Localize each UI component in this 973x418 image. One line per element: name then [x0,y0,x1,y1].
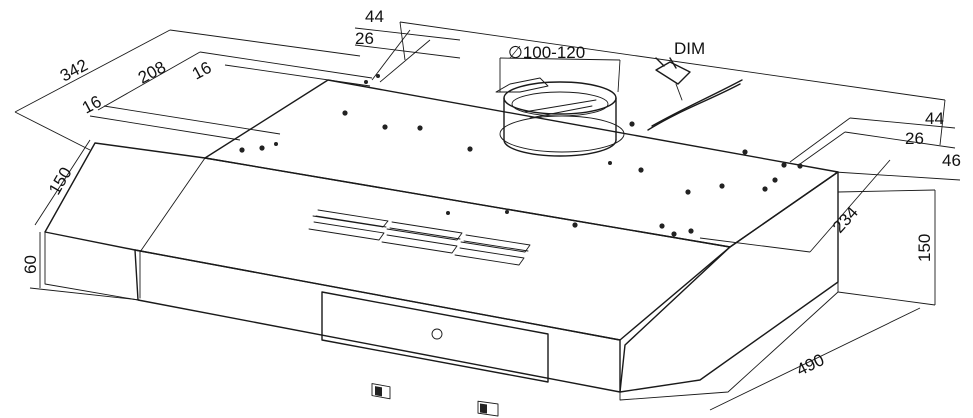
mounting-holes [239,74,803,237]
slider-switch-icon [371,383,391,400]
dim-duct-diameter: ∅100-120 [508,43,585,62]
dim-dim-label: DIM [674,39,705,58]
dim-234: 234 [829,203,862,237]
power-cable [647,57,743,131]
top-plate [204,79,839,248]
front-panel [134,249,621,393]
dim-150-right: 150 [915,234,934,262]
hood-body [44,79,839,401]
duct-collar [495,77,625,157]
vent-grilles [308,209,531,266]
dim-490: 490 [793,350,827,380]
dim-26-top: 26 [355,29,374,48]
dim-16-a: 16 [189,58,215,84]
dim-26-right: 26 [905,129,924,148]
dim-342: 342 [57,55,91,85]
dim-60: 60 [21,255,40,274]
light-button-icon [431,328,443,340]
dim-208: 208 [135,57,169,87]
dimension-lines [14,21,961,411]
dim-44-top: 44 [365,7,384,26]
dim-16-b: 16 [79,92,105,118]
dim-44-right: 44 [925,109,944,128]
control-panel [321,291,549,417]
dim-46: 46 [942,151,961,170]
top-plate-edge [204,157,839,248]
power-plug-icon [655,57,691,101]
